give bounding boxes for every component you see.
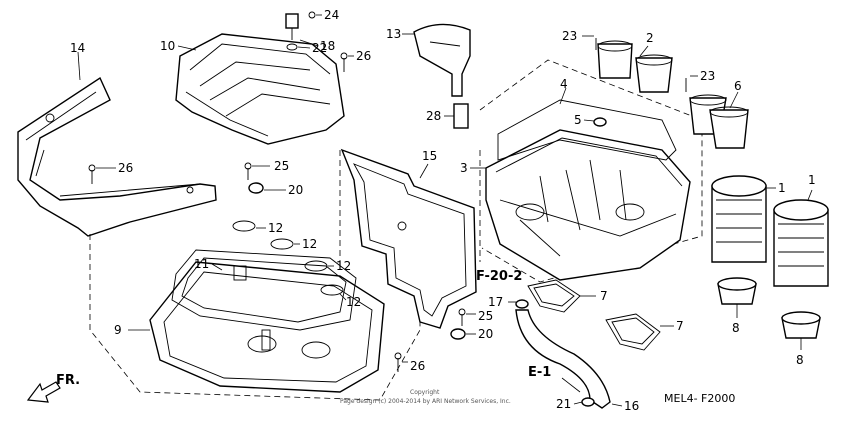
callout-3: 3 <box>460 161 468 175</box>
part-7-seal-lower <box>605 313 674 351</box>
callout-labels: 14 10 24 22 18 26 13 23 2 23 6 4 28 5 3 … <box>56 8 816 413</box>
part-7-seal-upper <box>527 279 596 313</box>
callout-21: 21 <box>556 397 571 411</box>
parts-24-22-18-bolt <box>285 11 322 51</box>
part-26-bolt-lower <box>394 352 408 372</box>
callout-2: 2 <box>646 31 654 45</box>
part-20-grommet-lower <box>450 328 476 340</box>
callout-4: 4 <box>560 77 568 91</box>
front-direction-arrow <box>26 381 61 403</box>
callout-8-left: 8 <box>732 321 740 335</box>
part-15-gasket-plate <box>340 148 477 329</box>
callout-23-mid: 23 <box>700 69 715 83</box>
part-4-gasket <box>497 87 677 161</box>
callout-26-lower: 26 <box>410 359 425 373</box>
part-5-grommet <box>583 117 607 127</box>
callout-20-upper: 20 <box>288 183 303 197</box>
callout-12-c: 12 <box>336 259 351 273</box>
copyright-line-2: Page design (c) 2004-2014 by ARI Network… <box>340 398 511 405</box>
copyright-line-1: Copyright <box>410 389 440 396</box>
callout-24: 24 <box>324 8 339 22</box>
part-21-clip <box>573 397 595 407</box>
callout-15: 15 <box>422 149 437 163</box>
callout-12-a: 12 <box>268 221 283 235</box>
part-2-funnel <box>582 35 673 93</box>
callout-16: 16 <box>624 399 639 413</box>
part-14-side-cover <box>17 51 217 237</box>
callout-18: 18 <box>320 39 335 53</box>
part-8-cap-right <box>781 311 821 350</box>
callout-26-top: 26 <box>356 49 371 63</box>
callout-7-upper: 7 <box>600 289 608 303</box>
part-20-grommet-upper <box>248 182 286 194</box>
callout-5: 5 <box>574 113 582 127</box>
callout-28: 28 <box>426 109 441 123</box>
part-6-funnel <box>685 75 749 149</box>
part-28-collar <box>444 103 469 129</box>
part-25-bolt-lower <box>458 308 476 326</box>
callout-14: 14 <box>70 41 85 55</box>
callout-10: 10 <box>160 39 175 53</box>
diagram-reference-code: MEL4- F2000 <box>664 392 735 405</box>
part-1-filter-right <box>773 189 829 287</box>
part-17-clamp <box>508 299 529 309</box>
assembly-outline-mid <box>339 150 481 262</box>
callout-25-lower: 25 <box>478 309 493 323</box>
part-26-bolt-left <box>88 164 116 184</box>
callout-20-lower: 20 <box>478 327 493 341</box>
callout-13: 13 <box>386 27 401 41</box>
callout-22: 22 <box>312 41 327 55</box>
part-25-bolt-upper <box>244 162 270 180</box>
part-26-bolt-top <box>340 52 354 72</box>
part-8-cap-left <box>717 277 757 318</box>
callout-26-left: 26 <box>118 161 133 175</box>
callout-23-top: 23 <box>562 29 577 43</box>
callout-17: 17 <box>488 295 503 309</box>
callout-9: 9 <box>114 323 122 337</box>
ref-e-1: E-1 <box>528 365 551 380</box>
callout-8-right: 8 <box>796 353 804 367</box>
callout-1-left: 1 <box>778 181 786 195</box>
direction-label: FR. <box>56 373 80 388</box>
callout-11: 11 <box>194 257 209 271</box>
callout-6: 6 <box>734 79 742 93</box>
callout-12-d: 12 <box>346 295 361 309</box>
e1-pointer <box>561 377 581 393</box>
callout-25-upper: 25 <box>274 159 289 173</box>
callout-7-lower: 7 <box>676 319 684 333</box>
callout-12-b: 12 <box>302 237 317 251</box>
part-11-gasket <box>171 249 357 331</box>
assembly-outline-upper <box>479 59 703 283</box>
callout-1-right: 1 <box>808 173 816 187</box>
part-13-intake-duct <box>402 23 471 97</box>
part-3-airbox-housing <box>470 129 691 281</box>
part-16-drain-hose <box>515 309 623 409</box>
part-1-filter-left <box>711 175 776 263</box>
part-10-top-cover <box>175 33 345 145</box>
part-12-o-rings <box>232 220 347 301</box>
ref-f-20-2: F-20-2 <box>476 269 522 284</box>
